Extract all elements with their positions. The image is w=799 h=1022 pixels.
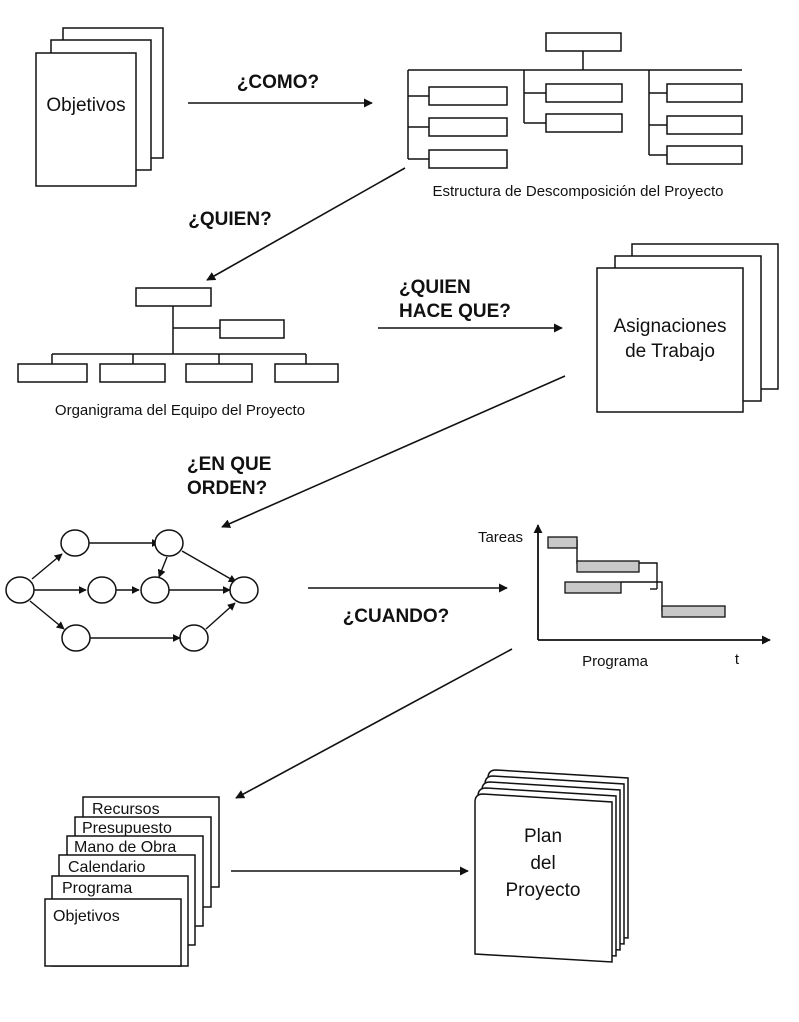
quien-arrow	[206, 167, 406, 281]
objetivos-label: Objetivos	[46, 95, 125, 116]
gantt-t-label: t	[735, 651, 740, 668]
plan-line2: del	[530, 853, 555, 874]
stack-mano-de-obra: Mano de Obra	[74, 839, 176, 856]
gantt-y-label: Tareas	[478, 529, 523, 546]
network-diagram	[5, 529, 259, 652]
stack-recursos: Recursos	[92, 801, 160, 818]
gantt-to-plan-arrow	[235, 648, 513, 799]
asignaciones-document-stack	[596, 243, 779, 413]
gantt-chart	[533, 524, 771, 645]
wbs-tree	[407, 32, 743, 169]
quien-hace-que-line1: ¿QUIEN	[399, 277, 471, 298]
quien-hace-que-line2: HACE QUE?	[399, 301, 511, 322]
plan-line3: Proyecto	[506, 880, 581, 901]
stack-objetivos: Objetivos	[53, 908, 120, 925]
team-org-chart	[17, 287, 339, 383]
como-label: ¿COMO?	[237, 72, 319, 93]
wbs-caption: Estructura de Descomposición del Proyect…	[433, 183, 724, 200]
gantt-bar	[661, 605, 726, 618]
plan-book	[474, 769, 629, 963]
gantt-caption: Programa	[582, 653, 649, 670]
gantt-bar	[576, 560, 640, 573]
stack-calendario: Calendario	[68, 859, 145, 876]
org-chart-caption: Organigrama del Equipo del Proyecto	[55, 402, 305, 419]
en-que-orden-arrow	[221, 375, 566, 528]
en-que-orden-line2: ORDEN?	[187, 478, 267, 499]
plan-components-stack	[44, 796, 220, 967]
stack-presupuesto: Presupuesto	[82, 820, 172, 837]
asignaciones-line2: de Trabajo	[625, 341, 715, 362]
quien-label: ¿QUIEN?	[188, 209, 271, 230]
gantt-bar	[547, 536, 578, 549]
plan-line1: Plan	[524, 826, 562, 847]
stack-programa: Programa	[62, 880, 132, 897]
objetivos-document-stack	[35, 27, 164, 187]
gantt-bar	[564, 581, 622, 594]
cuando-label: ¿CUANDO?	[343, 606, 450, 627]
asignaciones-line1: Asignaciones	[613, 316, 726, 337]
en-que-orden-line1: ¿EN QUE	[187, 454, 271, 475]
